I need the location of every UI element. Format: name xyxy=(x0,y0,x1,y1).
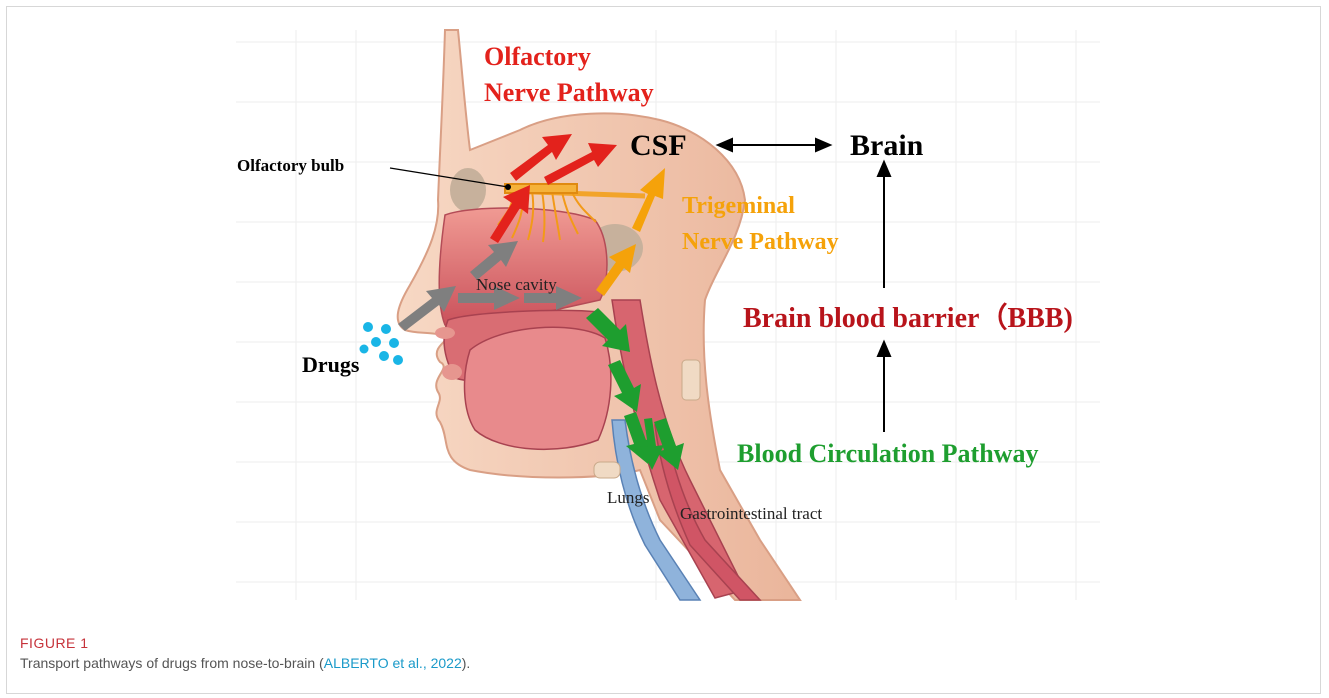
drugs-label: Drugs xyxy=(302,352,360,377)
blood-circulation-label: Blood Circulation Pathway xyxy=(737,439,1038,468)
vertebra xyxy=(682,360,700,400)
caption-before: Transport pathways of drugs from nose-to… xyxy=(20,655,324,671)
olfactory-bulb-label: Olfactory bulb xyxy=(237,156,344,175)
trigeminal-pathway-title-line1: Trigeminal xyxy=(682,193,795,219)
nose-cavity-label: Nose cavity xyxy=(476,275,557,294)
bbb-label: Brain blood barrier（BBB) xyxy=(743,301,1073,334)
nose-to-brain-diagram: Olfactory Nerve Pathway CSF Brain Olfact… xyxy=(0,0,1329,630)
brain-label: Brain xyxy=(850,129,924,162)
citation-link[interactable]: ALBERTO et al., 2022 xyxy=(324,655,462,671)
upper-lip xyxy=(435,327,455,339)
olfactory-pathway-title-line1: Olfactory xyxy=(484,42,591,71)
csf-label: CSF xyxy=(630,129,687,162)
lungs-label: Lungs xyxy=(607,488,650,507)
drug-dots-icon xyxy=(360,322,404,365)
flow-arrows xyxy=(718,139,890,432)
tongue xyxy=(465,327,611,449)
trigeminal-pathway-title-line2: Nerve Pathway xyxy=(682,229,839,255)
olfactory-pathway-title-line2: Nerve Pathway xyxy=(484,78,654,107)
figure-caption: FIGURE 1 Transport pathways of drugs fro… xyxy=(20,635,470,671)
caption-text: Transport pathways of drugs from nose-to… xyxy=(20,655,470,671)
frontal-sinus xyxy=(450,168,486,212)
lower-lip xyxy=(442,364,462,380)
caption-after: ). xyxy=(462,655,471,671)
hyoid xyxy=(594,462,620,478)
gi-tract-label: Gastrointestinal tract xyxy=(680,504,822,523)
figure-label: FIGURE 1 xyxy=(20,635,470,651)
